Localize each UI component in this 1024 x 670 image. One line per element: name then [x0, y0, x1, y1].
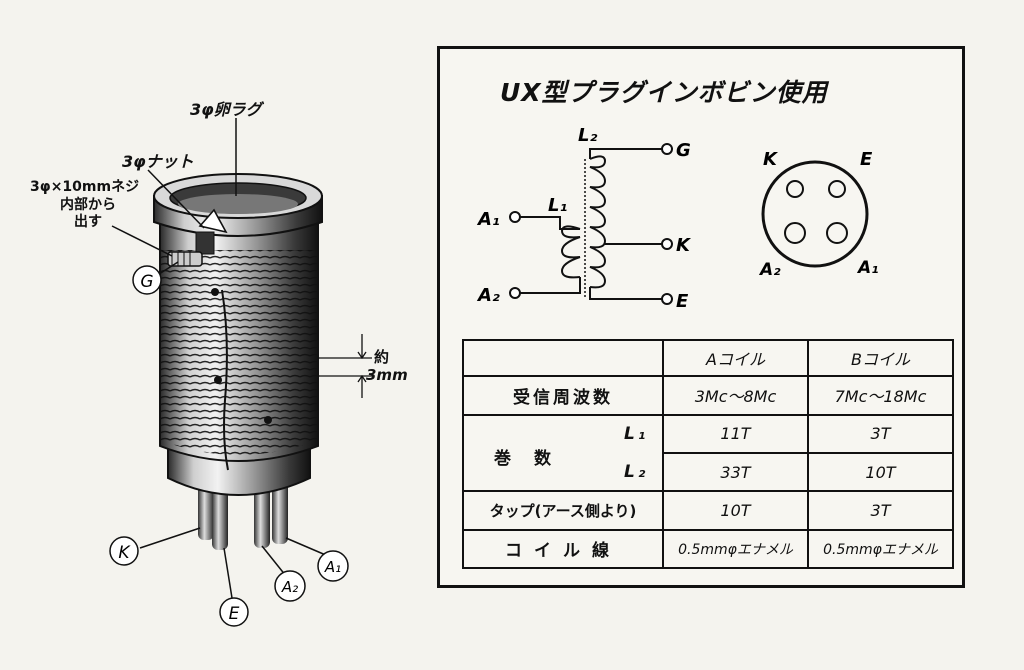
spec-panel: UX型プラグインボビン使用 L₂ L₁ A₁ A₂ G K E [437, 46, 965, 588]
row-l1-label: L₁ [624, 423, 649, 444]
coil-l2 [589, 155, 607, 289]
pin-g-text: G [140, 272, 153, 292]
row-l1-b: 3T [807, 413, 954, 454]
table-row-turns-l1: 巻 数 L₁ L₂ 11T 3T [462, 413, 954, 493]
schematic-g-label: G [676, 140, 691, 161]
schematic-l1-label: L₁ [548, 195, 567, 216]
row-wire-b: 0.5mmφエナメル [807, 528, 954, 570]
table-row-wire: コイル線 0.5mmφエナメル 0.5mmφエナメル [462, 528, 954, 570]
callout-lug: 3φ卵ラグ [190, 100, 262, 119]
pin-a1-text: A₁ [324, 558, 341, 576]
table-header-row: Aコイル Bコイル [462, 338, 954, 378]
coil-bobbin-illustration: G K E A₂ A₁ 3φ卵ラグ 3φナット 3φ×10mmネジ 内部から 出… [0, 0, 440, 666]
callout-screw-line3: 出す [74, 214, 102, 230]
row-tap-b: 3T [807, 490, 954, 531]
socket-a2-label: A₂ [758, 260, 781, 280]
pin-label-g: G [132, 265, 162, 295]
socket-pinout: K E A₂ A₁ [758, 149, 879, 280]
table-row-tap: タップ(アース側より) 10T 3T [462, 490, 954, 531]
schematic-e-label: E [676, 291, 689, 312]
pin-e-text: E [229, 604, 240, 624]
socket-e-label: E [860, 149, 873, 170]
row-l2-a: 33T [662, 451, 809, 493]
panel-title: UX型プラグインボビン使用 [500, 78, 828, 107]
table-row-turns-l2: 33T 10T [463, 451, 954, 493]
row-frequency-a: 3Mc～8Mc [662, 375, 809, 416]
pin-k-text: K [118, 543, 131, 563]
callout-nut: 3φナット [122, 152, 194, 171]
pin-e-shape [212, 478, 228, 550]
row-l2-label: L₂ [624, 461, 649, 482]
row-turns-label-cell: 巻 数 L₁ L₂ [462, 413, 664, 493]
coil-l1 [560, 225, 581, 279]
row-frequency-b: 7Mc～18Mc [807, 375, 954, 416]
schematic-a2-label: A₂ [476, 285, 500, 306]
row-wire-a: 0.5mmφエナメル [662, 528, 809, 570]
callout-screw-line1: 3φ×10mmネジ [30, 179, 140, 195]
row-frequency-label: 受信周波数 [462, 375, 664, 416]
bobbin-drawing: G K E A₂ A₁ [109, 118, 372, 627]
header-b-coil: Bコイル [807, 338, 954, 378]
header-a-coil: Aコイル [662, 338, 809, 378]
socket-a1-label: A₁ [856, 258, 879, 278]
callout-screw-line2: 内部から [60, 197, 116, 213]
row-tap-label: タップ(アース側より) [462, 490, 664, 531]
table-corner-cell [462, 338, 664, 378]
coil-schematic: L₂ L₁ A₁ A₂ G K E K E A₂ A₁ [476, 125, 879, 312]
row-l1-a: 11T [662, 413, 809, 454]
pin-label-k: K [109, 536, 139, 566]
row-tap-a: 10T [662, 490, 809, 531]
schematic-k-label: K [676, 235, 692, 256]
row-l2-b: 10T [807, 451, 954, 493]
row-turns-label: 巻 数 [494, 448, 554, 469]
table-row-frequency: 受信周波数 3Mc～8Mc 7Mc～18Mc [462, 375, 954, 416]
coil-spec-table: Aコイル Bコイル 受信周波数 3Mc～8Mc 7Mc～18Mc 巻 数 L₁ … [462, 338, 954, 570]
schematic-a1-label: A₁ [476, 209, 500, 230]
pin-label-a2: A₂ [274, 570, 306, 602]
pin-label-a1: A₁ [317, 550, 349, 582]
pin-a2-text: A₂ [281, 578, 298, 596]
dimension-value: 3mm [366, 366, 408, 384]
row-wire-label: コイル線 [462, 528, 664, 570]
dimension-approx-label: 約 [374, 348, 390, 366]
schematic-l2-label: L₂ [578, 125, 597, 146]
socket-k-label: K [763, 149, 779, 170]
pin-label-e: E [219, 597, 249, 627]
